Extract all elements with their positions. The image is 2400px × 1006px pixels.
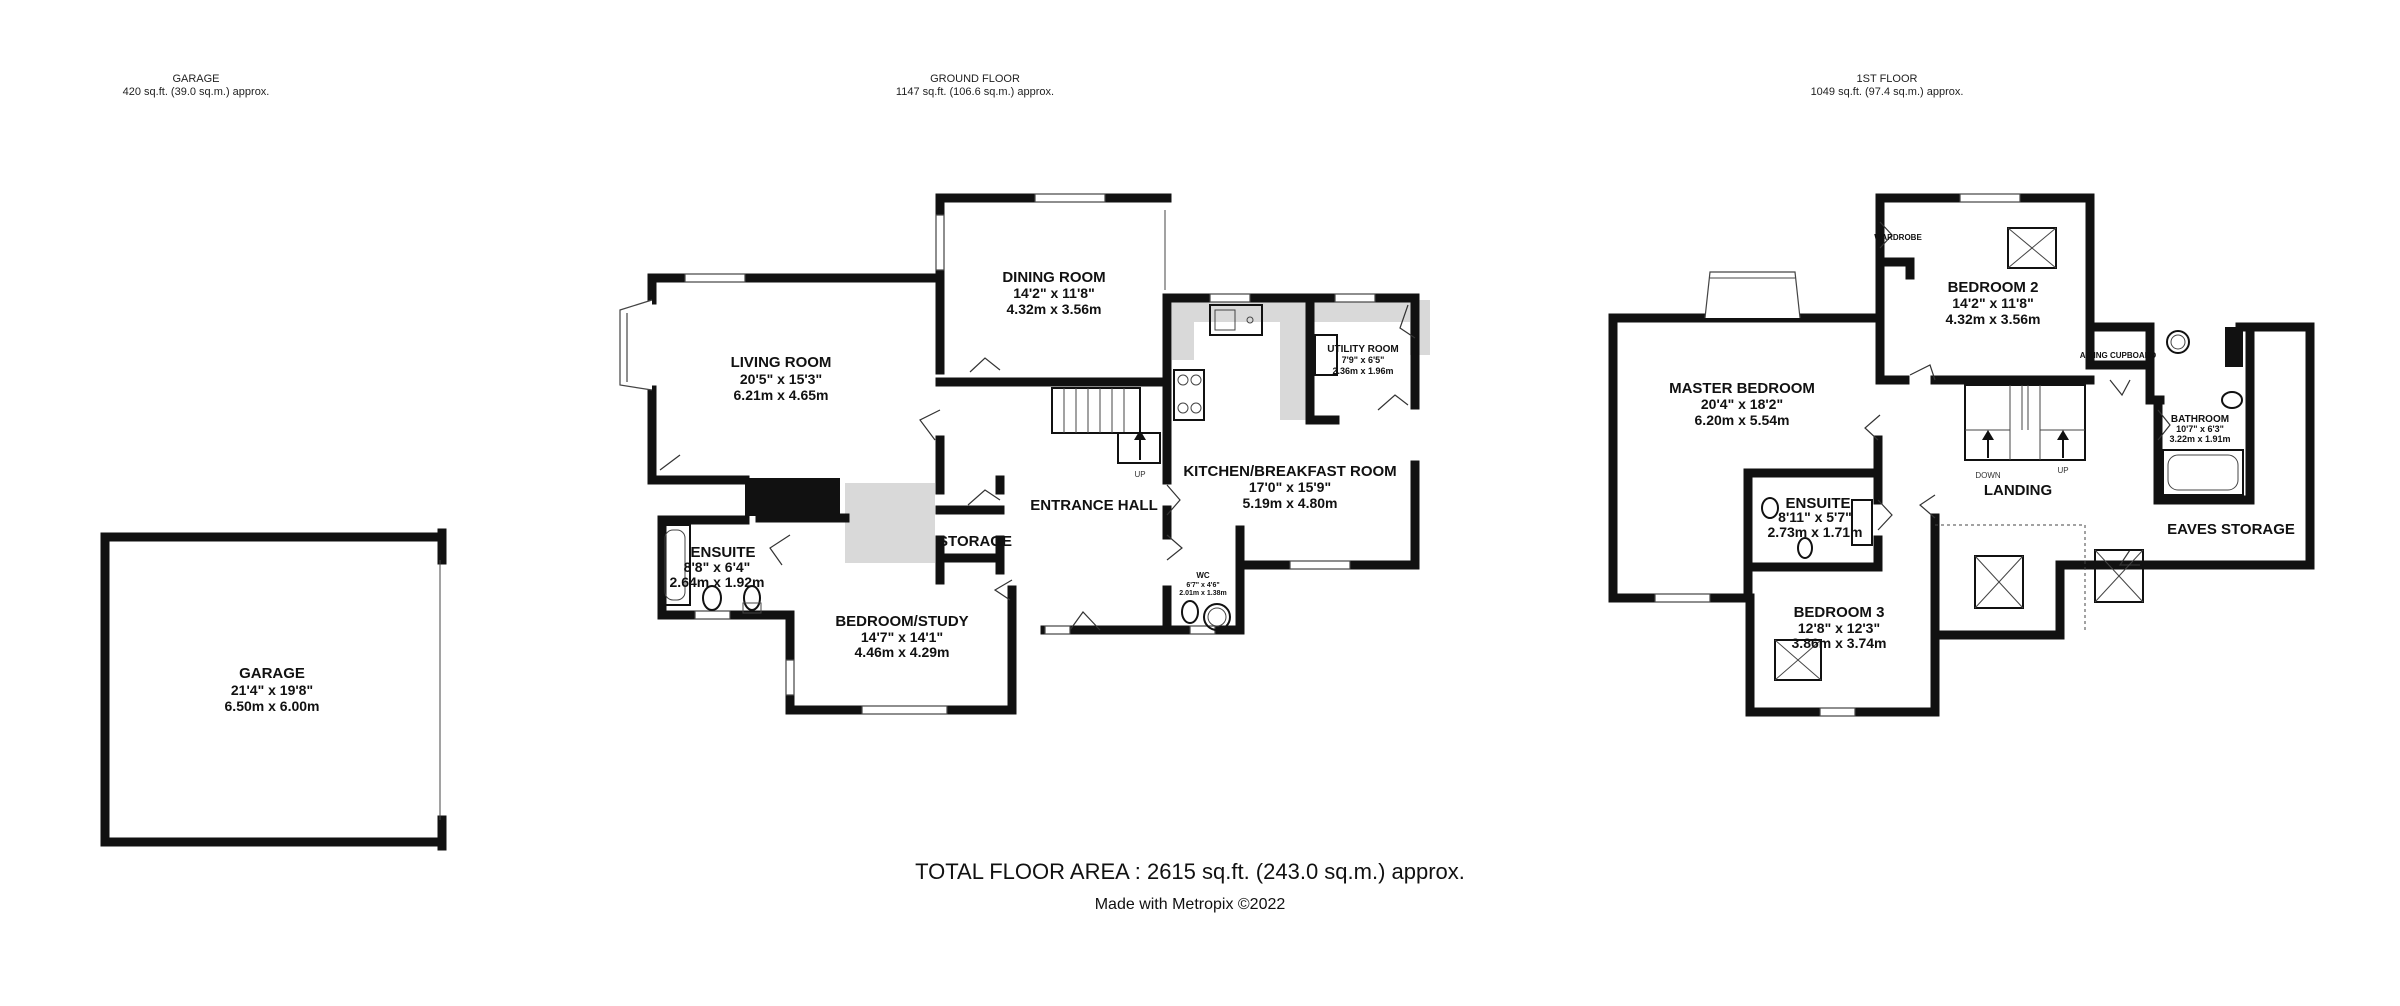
study-room-imperial: 14'7" x 14'1" — [861, 629, 943, 645]
garage-plan: GARAGE 21'4" x 19'8" 6.50m x 6.00m — [100, 528, 447, 851]
utility-room-name: UTILITY ROOM — [1327, 344, 1398, 355]
kitchen-room-metric: 5.19m x 4.80m — [1243, 495, 1338, 511]
garage-floor-title: GARAGE — [172, 73, 219, 85]
garage-room-name: GARAGE — [239, 665, 305, 682]
total-floor-area: TOTAL FLOOR AREA : 2615 sq.ft. (243.0 sq… — [915, 859, 1465, 884]
kitchen-room-imperial: 17'0" x 15'9" — [1249, 479, 1331, 495]
dining-room-imperial: 14'2" x 11'8" — [1013, 285, 1094, 301]
first-ensuite-imperial: 8'11" x 5'7" — [1778, 509, 1852, 525]
bedroom3-metric: 3.86m x 3.74m — [1792, 635, 1887, 651]
master-bedroom-name: MASTER BEDROOM — [1669, 380, 1815, 397]
bedroom3-imperial: 12'8" x 12'3" — [1798, 620, 1880, 636]
study-room-name: BEDROOM/STUDY — [835, 613, 968, 630]
made-with-credit: Made with Metropix ©2022 — [1095, 896, 1286, 913]
dining-room-name: DINING ROOM — [1002, 269, 1105, 286]
storage-name: STORAGE — [938, 533, 1012, 550]
ground-floor-area: 1147 sq.ft. (106.6 sq.m.) approx. — [896, 86, 1054, 98]
bedroom2-name: BEDROOM 2 — [1948, 279, 2039, 296]
kitchen-room-name: KITCHEN/BREAKFAST ROOM — [1183, 463, 1396, 480]
wc-metric: 2.01m x 1.38m — [1179, 590, 1226, 597]
first-ensuite-metric: 2.73m x 1.71m — [1768, 524, 1863, 540]
airing-cupboard-label: AIRING CUPBOARD — [2080, 351, 2157, 360]
master-bedroom-metric: 6.20m x 5.54m — [1695, 412, 1790, 428]
ground-ensuite-name: ENSUITE — [690, 544, 755, 561]
master-bedroom-imperial: 20'4" x 18'2" — [1701, 396, 1783, 412]
dining-room-metric: 4.32m x 3.56m — [1007, 301, 1102, 317]
garage-floor-area: 420 sq.ft. (39.0 sq.m.) approx. — [123, 86, 270, 98]
bedroom3-name: BEDROOM 3 — [1794, 604, 1885, 621]
ground-floor-title: GROUND FLOOR — [930, 73, 1020, 85]
bedroom2-imperial: 14'2" x 11'8" — [1952, 295, 2033, 311]
living-room-imperial: 20'5" x 15'3" — [740, 371, 822, 387]
ground-stairs: UP — [1051, 387, 1161, 479]
study-room-metric: 4.46m x 4.29m — [855, 644, 950, 660]
living-room-metric: 6.21m x 4.65m — [734, 387, 829, 403]
bathroom-name: BATHROOM — [2171, 414, 2229, 425]
garage-room-imperial: 21'4" x 19'8" — [231, 682, 313, 698]
utility-room-metric: 2.36m x 1.96m — [1332, 366, 1393, 376]
ground-ensuite-imperial: 8'8" x 6'4" — [684, 559, 751, 575]
ground-floor-plan: UP LIVING ROOM 20'5" x 15'3" 6.21m x 4.6… — [619, 193, 1430, 715]
first-floor-area: 1049 sq.ft. (97.4 sq.m.) approx. — [1811, 86, 1964, 98]
first-stairs-down-label: DOWN — [1975, 471, 2001, 480]
first-stairs-up-label: UP — [2057, 466, 2068, 475]
first-floor-plan: DOWN UP WARDROBE BEDROOM 2 14'2" x 11'8"… — [1608, 193, 2315, 717]
bathroom-metric: 3.22m x 1.91m — [2169, 434, 2230, 444]
living-room-name: LIVING ROOM — [731, 354, 832, 371]
ground-stairs-up-label: UP — [1134, 470, 1145, 479]
first-stairs: DOWN UP — [1964, 384, 2086, 480]
wc-name: WC — [1196, 571, 1210, 580]
utility-room-imperial: 7'9" x 6'5" — [1342, 355, 1385, 365]
bathroom-imperial: 10'7" x 6'3" — [2176, 424, 2224, 434]
wc-imperial: 6'7" x 4'6" — [1186, 582, 1219, 589]
skylights — [1774, 227, 2144, 681]
eaves-storage-name: EAVES STORAGE — [2167, 521, 2295, 538]
wardrobe-label: WARDROBE — [1874, 233, 1922, 242]
ground-ensuite-metric: 2.64m x 1.92m — [670, 574, 765, 590]
first-floor-title: 1ST FLOOR — [1857, 73, 1918, 85]
bedroom2-metric: 4.32m x 3.56m — [1946, 311, 2041, 327]
landing-name: LANDING — [1984, 482, 2052, 499]
first-ensuite-name: ENSUITE — [1785, 495, 1850, 512]
entrance-hall-name: ENTRANCE HALL — [1030, 497, 1158, 514]
garage-room-metric: 6.50m x 6.00m — [225, 698, 320, 714]
